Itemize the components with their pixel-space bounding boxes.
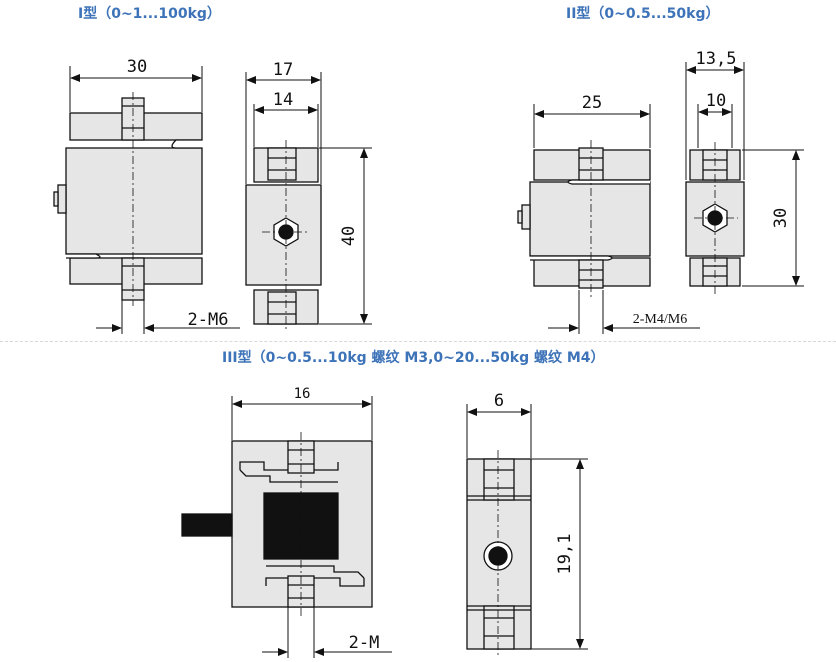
type3-front-dims	[231, 396, 392, 658]
type3-title: III型（0~0.5...10kg 螺纹 M3,0~20...50kg 螺纹 M…	[222, 350, 605, 366]
type3-front-width-label: 16	[294, 386, 311, 402]
type3-side-dims	[466, 404, 588, 650]
type2-side-view	[685, 142, 745, 296]
type2-front-view	[517, 140, 651, 300]
type2-front-dims	[533, 104, 700, 334]
type1-front-width-label: 30	[127, 57, 147, 77]
type1-side-view	[245, 140, 322, 330]
type2-front-width-label: 25	[582, 93, 602, 113]
type1-title: I型（0~1...100kg）	[78, 6, 221, 22]
type2-side-dims	[685, 62, 804, 287]
type1-side-dims	[245, 72, 372, 325]
type2-thread-label: 2-M4/M6	[633, 312, 687, 327]
type1-front-view	[53, 92, 203, 306]
type1-front-dims	[69, 66, 240, 334]
type3-thread-label: 2-M	[349, 633, 380, 653]
type3-height-label: 19,1	[555, 534, 575, 575]
type2-side-inner-label: 10	[706, 91, 726, 111]
type3-front-view	[181, 432, 373, 616]
type2-title: II型（0~0.5...50kg）	[566, 6, 720, 22]
section-divider	[0, 341, 836, 342]
type2-height-label: 30	[771, 208, 791, 228]
type1-side-inner-label: 14	[273, 90, 293, 110]
type2-side-outer-label: 13,5	[696, 49, 737, 69]
type1-side-outer-label: 17	[273, 60, 293, 80]
type3-side-width-label: 6	[494, 391, 504, 411]
type1-height-label: 40	[339, 226, 359, 246]
type3-side-view	[466, 450, 532, 656]
type1-thread-label: 2-M6	[188, 310, 229, 330]
